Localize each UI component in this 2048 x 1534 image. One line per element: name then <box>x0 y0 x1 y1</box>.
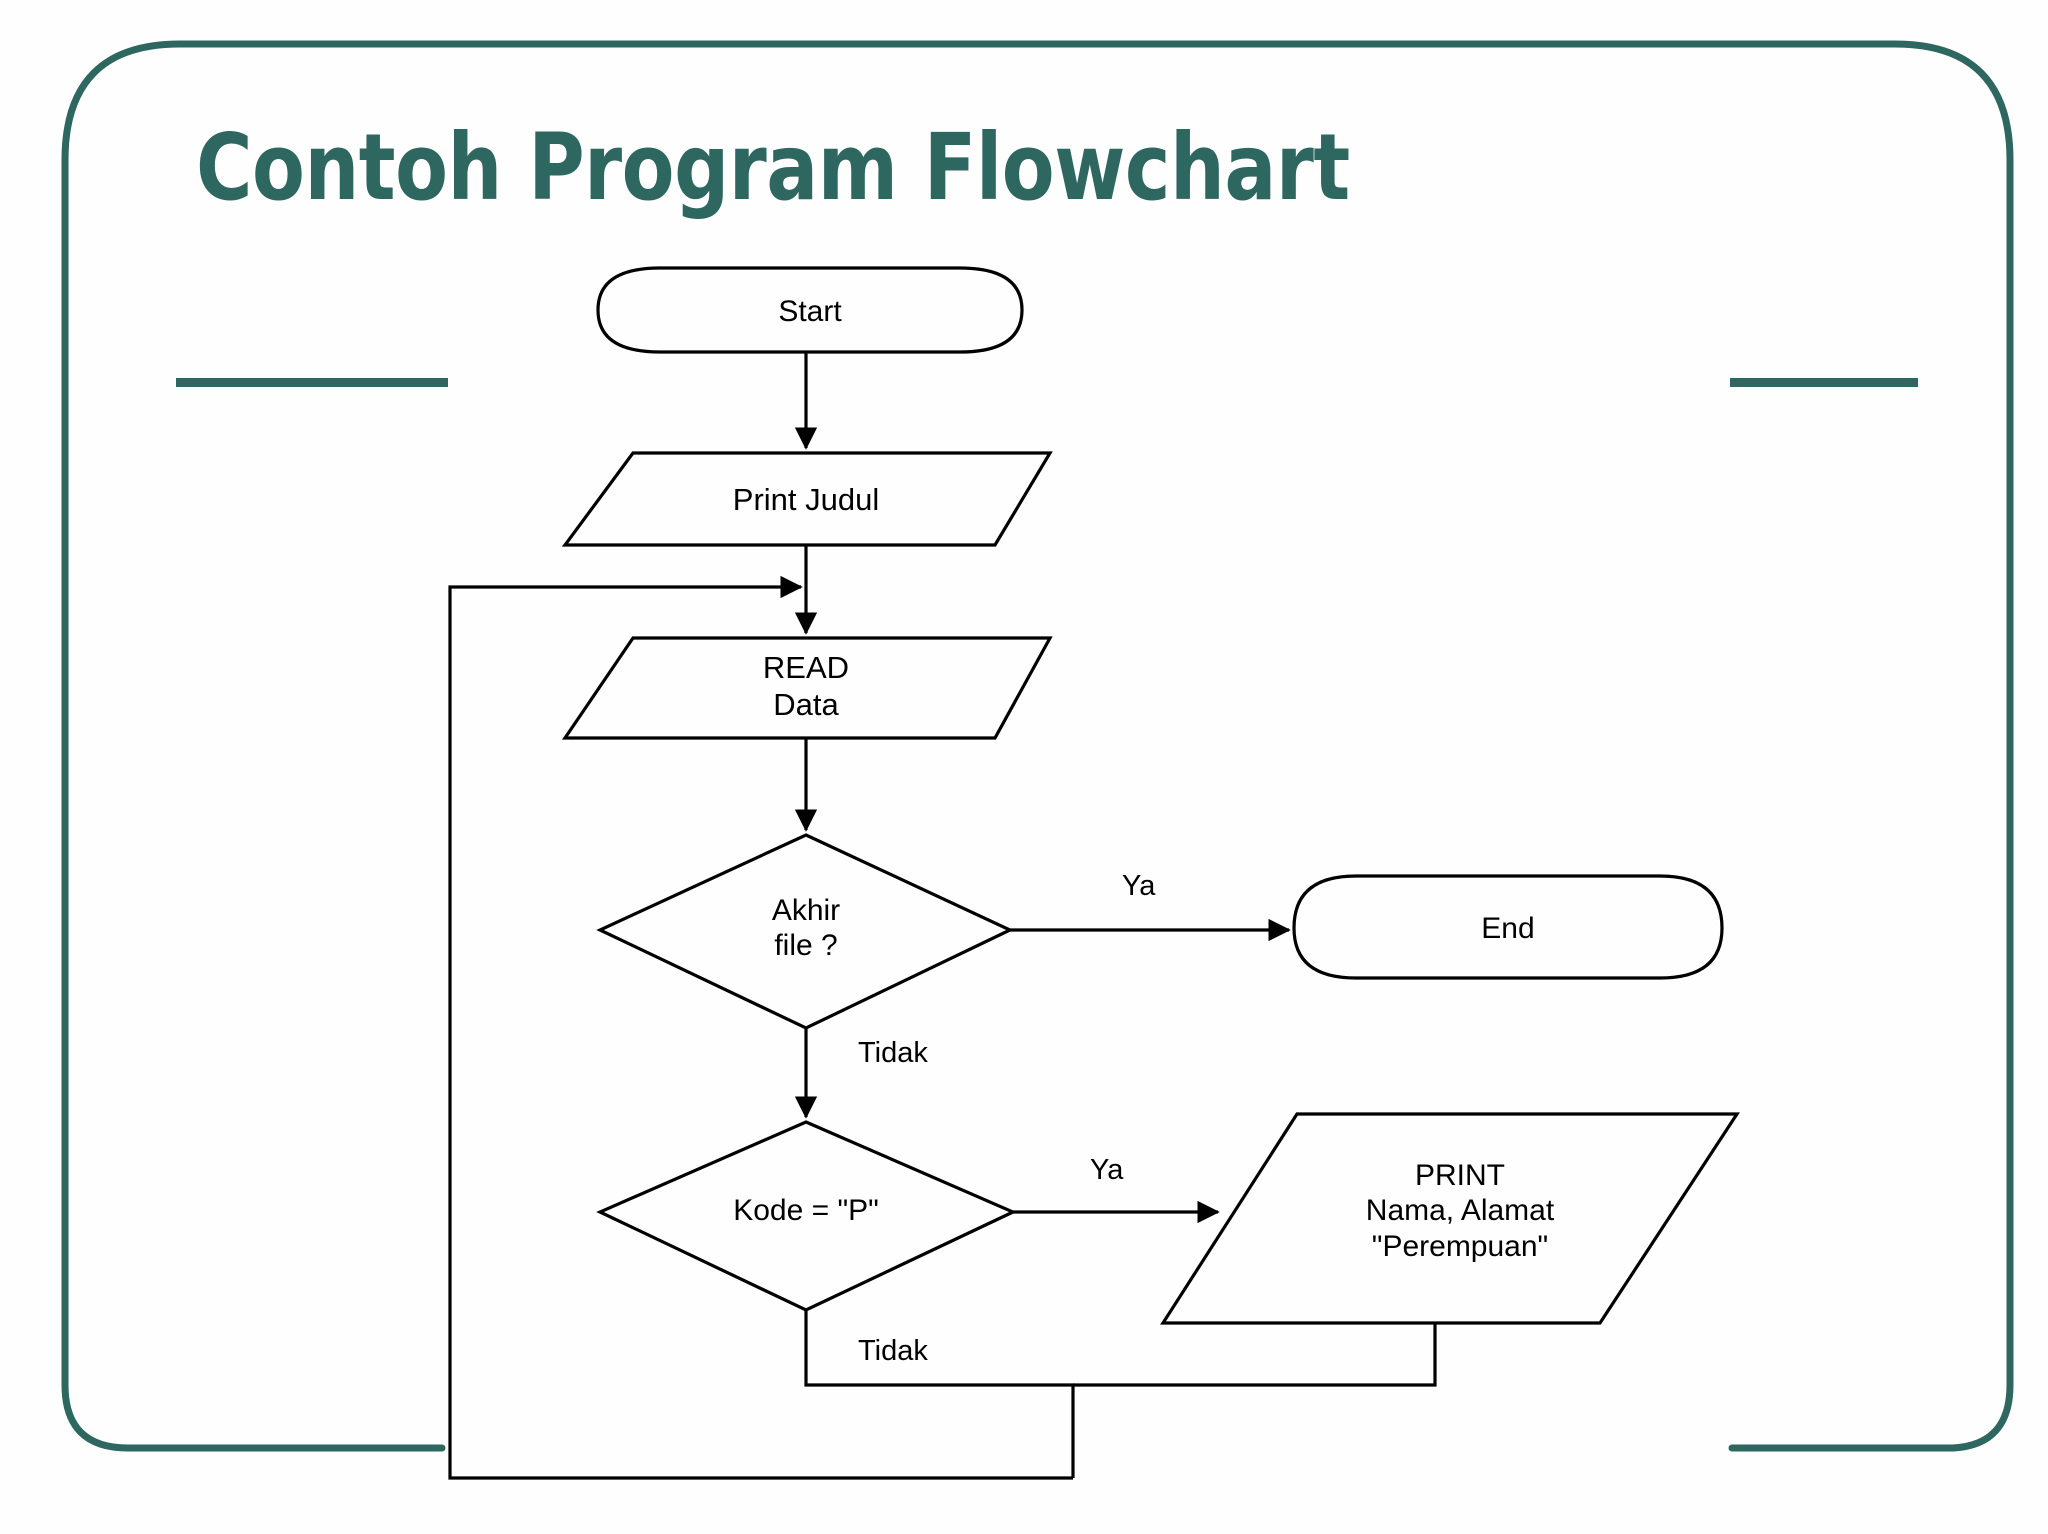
edge-label-akhir-tidak: Tidak <box>858 1037 928 1069</box>
edge-loop-back-to-read <box>448 575 1073 1480</box>
node-read-data-shape <box>561 636 1053 740</box>
edge-label-kode-tidak: Tidak <box>858 1335 928 1367</box>
accent-bar-right <box>1730 378 1918 387</box>
node-start-shape <box>596 266 1024 354</box>
accent-bar-left <box>176 378 448 387</box>
node-print-judul-shape <box>561 451 1053 547</box>
node-akhir-file-shape <box>596 833 1014 1030</box>
frame-top-right-edge <box>176 40 2014 1452</box>
frame-left-bottom-edge <box>61 40 446 1452</box>
edge-label-akhir-ya: Ya <box>1122 870 1156 902</box>
edge-label-kode-ya: Ya <box>1090 1154 1124 1186</box>
node-print-shape <box>1160 1112 1740 1325</box>
node-end-shape <box>1292 874 1724 980</box>
page-title: Contoh Program Flowchart <box>196 114 1350 221</box>
edge-kode-tidak-to-rail <box>804 1310 1075 1478</box>
edge-print-to-rail <box>1073 1323 1437 1387</box>
node-kode-p-shape <box>596 1120 1017 1312</box>
